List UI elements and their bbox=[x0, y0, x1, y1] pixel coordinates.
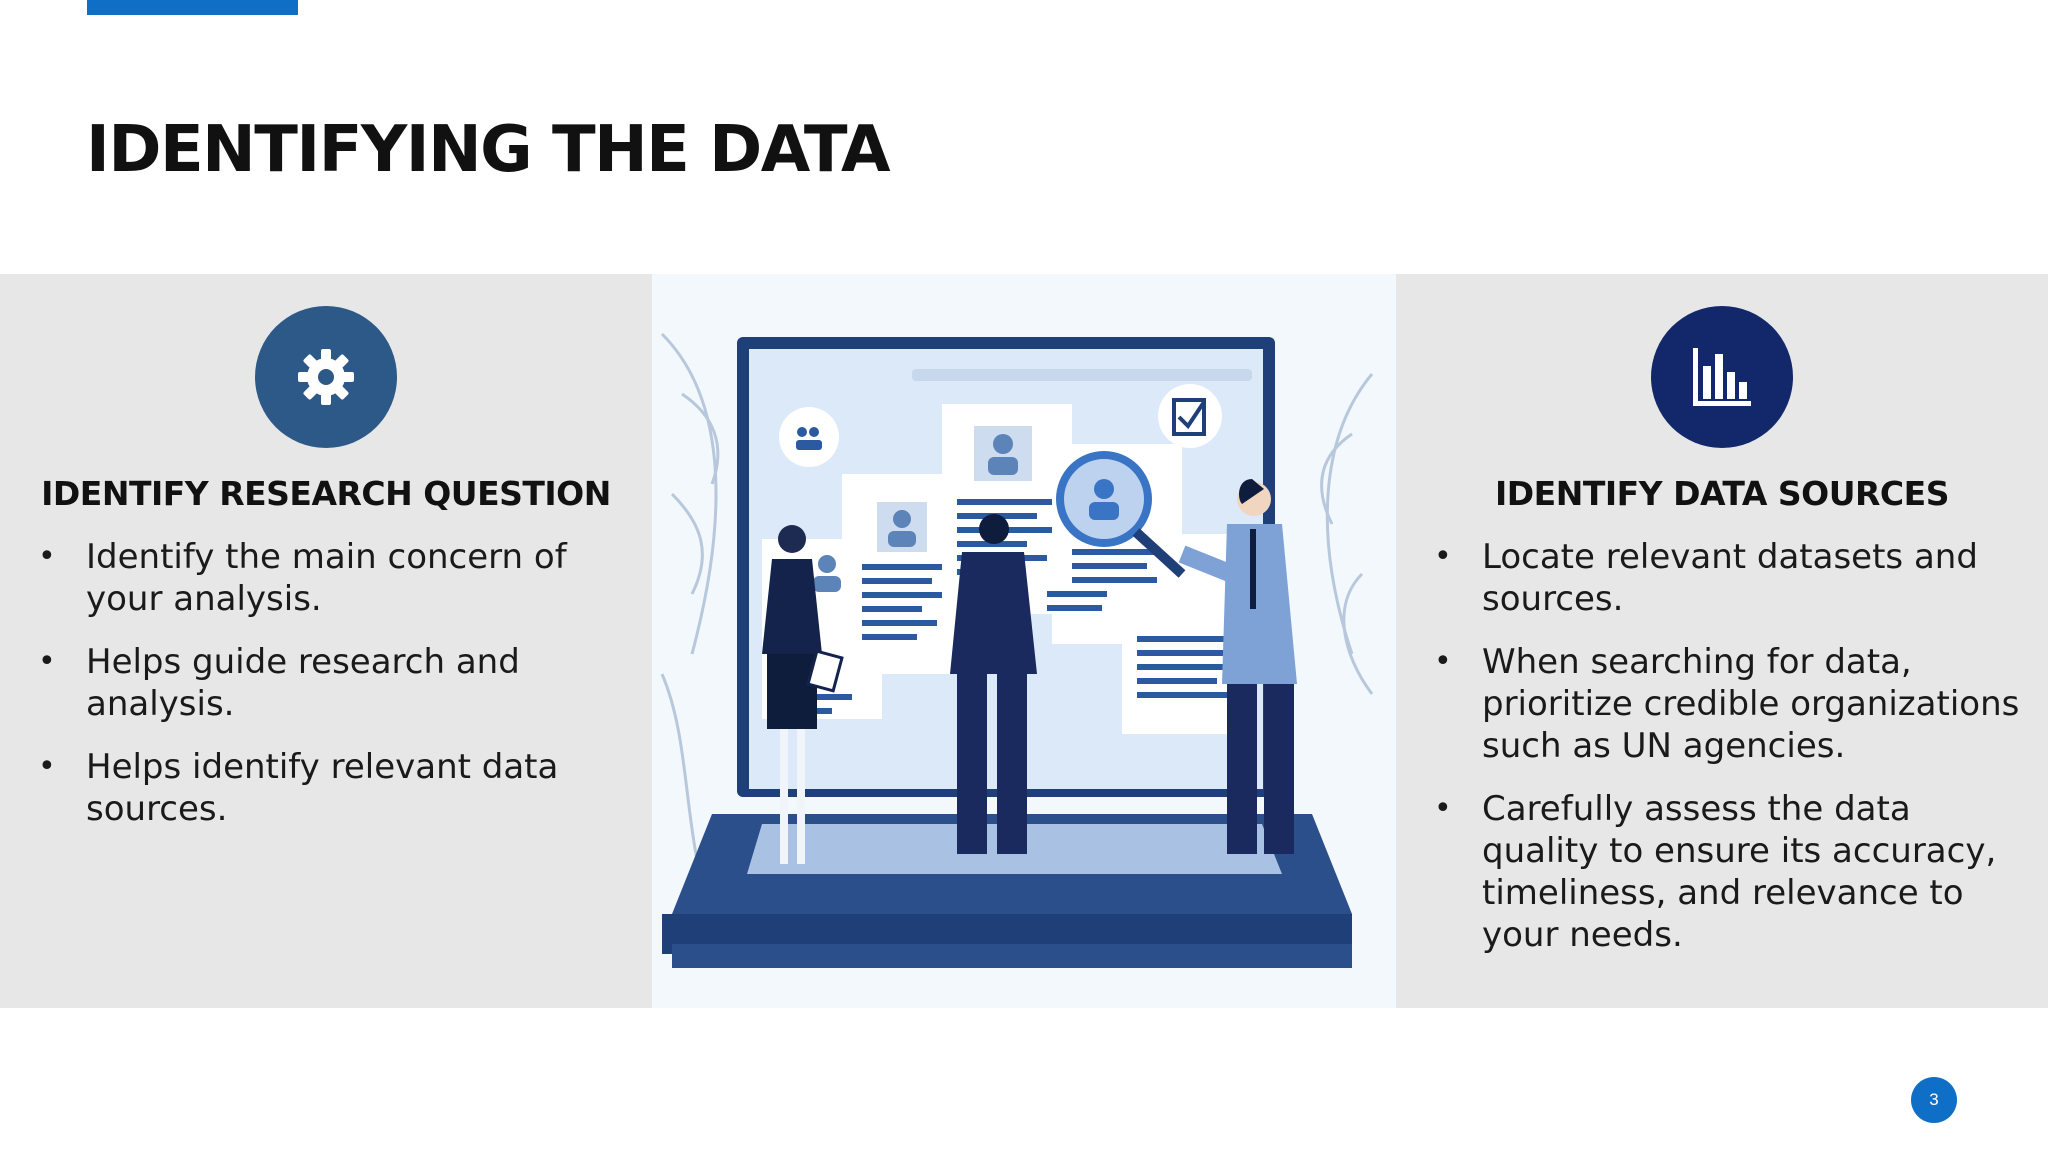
list-item: Locate relevant datasets and sources. bbox=[1434, 536, 2034, 620]
slide-title: IDENTIFYING THE DATA bbox=[86, 113, 891, 187]
accent-bar bbox=[87, 0, 298, 15]
list-item: Helps guide research and analysis. bbox=[38, 641, 638, 725]
list-item: Helps identify relevant data sources. bbox=[38, 746, 638, 830]
page-number-badge: 3 bbox=[1911, 1077, 1957, 1123]
research-question-list: Identify the main concern of your analys… bbox=[38, 536, 638, 851]
gear-icon bbox=[255, 306, 397, 448]
list-item: Identify the main concern of your analys… bbox=[38, 536, 638, 620]
data-sources-list: Locate relevant datasets and sources. Wh… bbox=[1434, 536, 2034, 977]
data-sources-panel: IDENTIFY DATA SOURCES Locate relevant da… bbox=[1396, 274, 2048, 1008]
data-sources-heading: IDENTIFY DATA SOURCES bbox=[1495, 474, 1949, 513]
list-item: Carefully assess the data quality to ens… bbox=[1434, 788, 2034, 956]
illustration-image bbox=[652, 274, 1396, 1008]
bar-chart-icon bbox=[1651, 306, 1793, 448]
research-question-heading: IDENTIFY RESEARCH QUESTION bbox=[41, 474, 611, 513]
research-question-panel: IDENTIFY RESEARCH QUESTION Identify the … bbox=[0, 274, 652, 1008]
list-item: When searching for data, prioritize cred… bbox=[1434, 641, 2034, 767]
